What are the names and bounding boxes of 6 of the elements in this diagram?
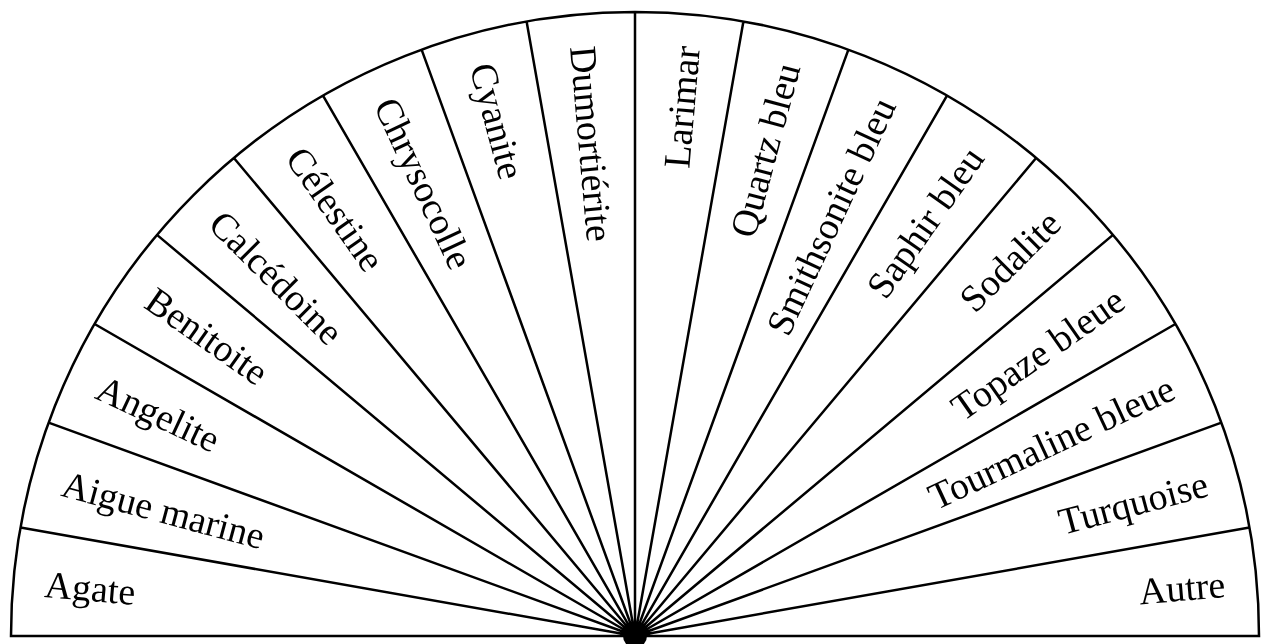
sector-label: Dumortiérite [561, 44, 623, 244]
sector-label: Larimar [654, 44, 709, 171]
sector-label: Aigue marine [57, 461, 270, 558]
sector-label: Autre [1136, 562, 1227, 614]
sector-label: Agate [43, 562, 138, 615]
sector-label: Cyanite [460, 58, 534, 185]
